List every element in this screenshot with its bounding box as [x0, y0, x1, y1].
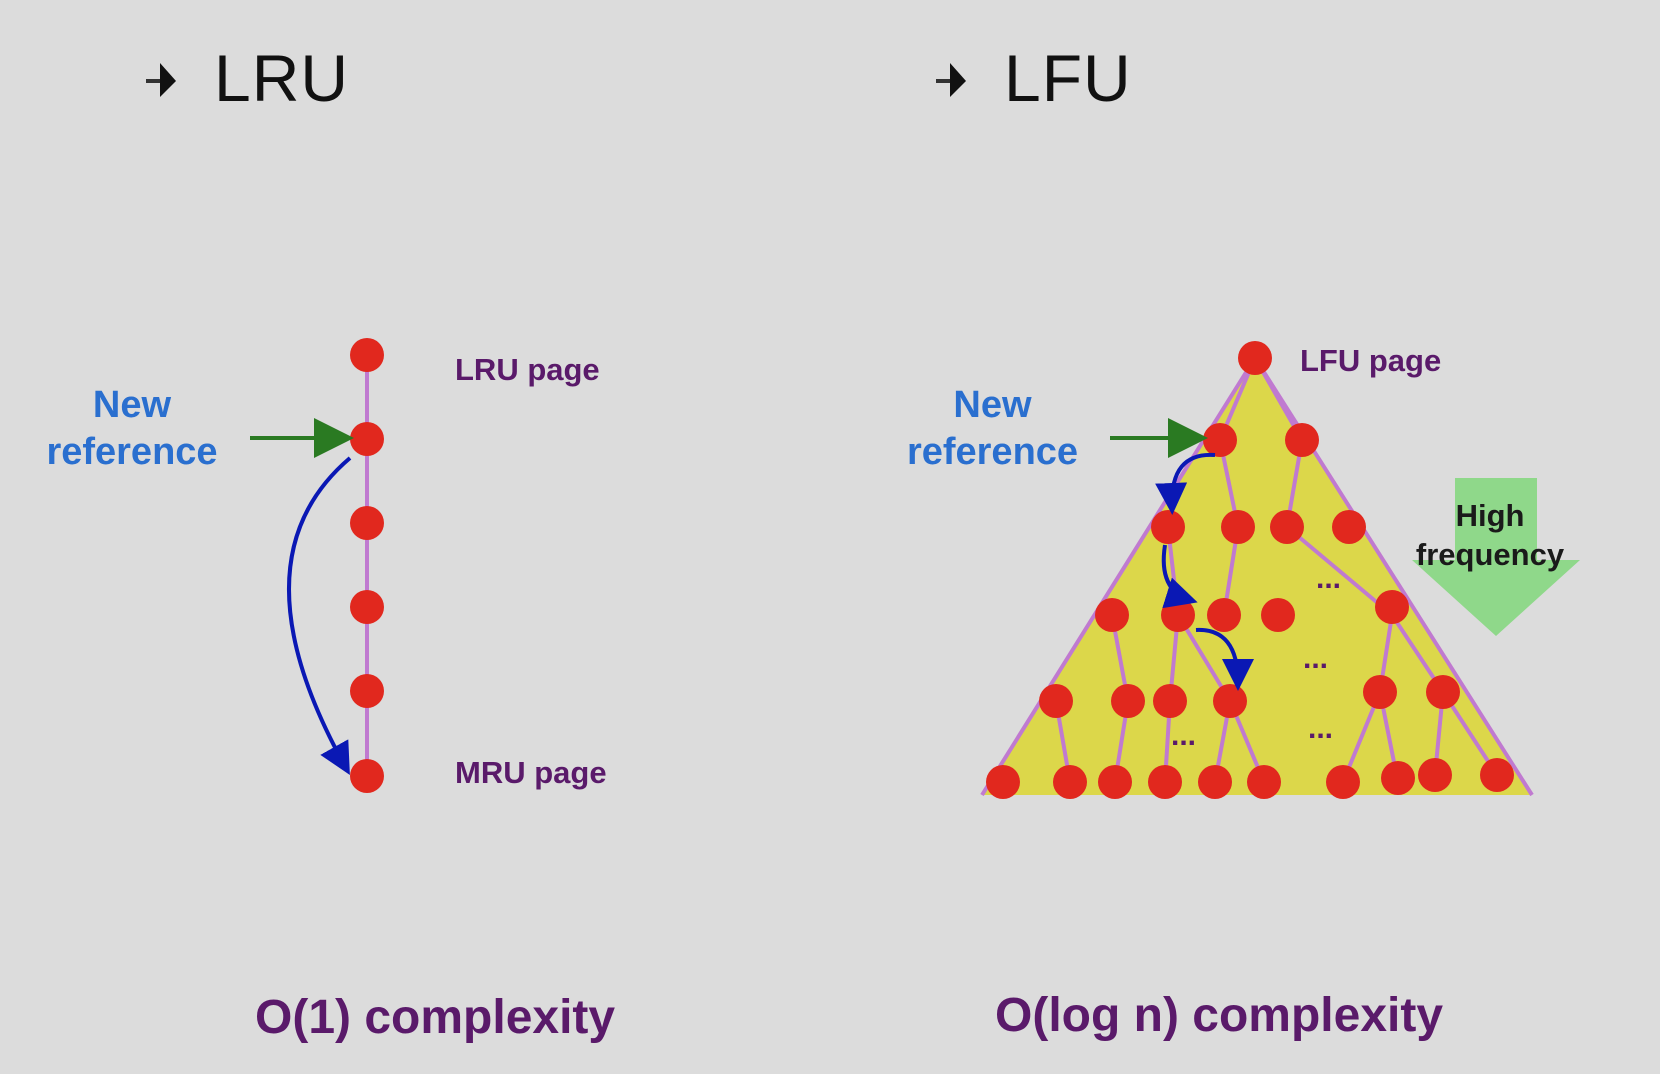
mru-page-label: MRU page — [455, 755, 607, 790]
lfu-node — [1247, 765, 1281, 799]
lfu-node — [1111, 684, 1145, 718]
lru-node — [350, 338, 384, 372]
lfu-node — [1375, 590, 1409, 624]
lfu-node — [1153, 684, 1187, 718]
lru-node — [350, 422, 384, 456]
lfu-node — [1426, 675, 1460, 709]
lfu-node — [1326, 765, 1360, 799]
lfu-node — [1381, 761, 1415, 795]
lfu-ellipsis: ... — [1303, 642, 1328, 675]
lru-node — [350, 590, 384, 624]
lfu-node — [1221, 510, 1255, 544]
lfu-node — [1332, 510, 1366, 544]
lru-node — [350, 506, 384, 540]
lfu-page-label: LFU page — [1300, 343, 1442, 378]
lfu-node — [1480, 758, 1514, 792]
lru-complexity: O(1) complexity — [255, 991, 616, 1044]
lfu-node — [1207, 598, 1241, 632]
lfu-node — [1148, 765, 1182, 799]
lfu-ellipsis: ... — [1171, 719, 1196, 752]
lfu-node — [1053, 765, 1087, 799]
lru-node — [350, 759, 384, 793]
lfu-heap: ... ... ... ... — [980, 341, 1580, 799]
lru-heading: LRU — [140, 40, 349, 116]
lru-page-label: LRU page — [455, 352, 600, 387]
lfu-node — [1261, 598, 1295, 632]
lfu-move-arrow — [1195, 627, 1254, 691]
lru-new-reference-label: New reference — [46, 384, 218, 473]
arrow-bullet-icon — [936, 63, 966, 97]
lfu-node — [1285, 423, 1319, 457]
lfu-title: LFU — [1004, 41, 1132, 115]
lfu-ellipsis: ... — [1316, 562, 1341, 595]
lfu-ellipsis: ... — [1308, 712, 1333, 745]
lfu-node — [1270, 510, 1304, 544]
lfu-node — [1039, 684, 1073, 718]
lfu-nodes — [986, 341, 1514, 799]
lfu-move-arrow — [1161, 544, 1198, 609]
lfu-node — [1418, 758, 1452, 792]
lfu-node — [1363, 675, 1397, 709]
lru-list — [250, 338, 384, 793]
lfu-move-arrow — [1155, 452, 1216, 515]
lfu-node — [1151, 510, 1185, 544]
lfu-node — [986, 765, 1020, 799]
lfu-node — [1213, 684, 1247, 718]
high-frequency-label: High frequency — [1415, 498, 1565, 572]
lfu-node — [1095, 598, 1129, 632]
lru-title: LRU — [214, 41, 350, 115]
lru-move-arrow — [287, 456, 352, 775]
lfu-heading: LFU — [930, 40, 1132, 116]
lfu-new-reference-label: New reference — [906, 384, 1079, 473]
lfu-complexity: O(log n) complexity — [995, 989, 1444, 1042]
arrow-bullet-icon — [146, 63, 176, 97]
lfu-node — [1198, 765, 1232, 799]
high-frequency-arrow — [1412, 478, 1580, 636]
lru-node — [350, 674, 384, 708]
lfu-node — [1203, 423, 1237, 457]
lfu-node-root — [1238, 341, 1272, 375]
lfu-node — [1098, 765, 1132, 799]
lfu-node — [1161, 598, 1195, 632]
